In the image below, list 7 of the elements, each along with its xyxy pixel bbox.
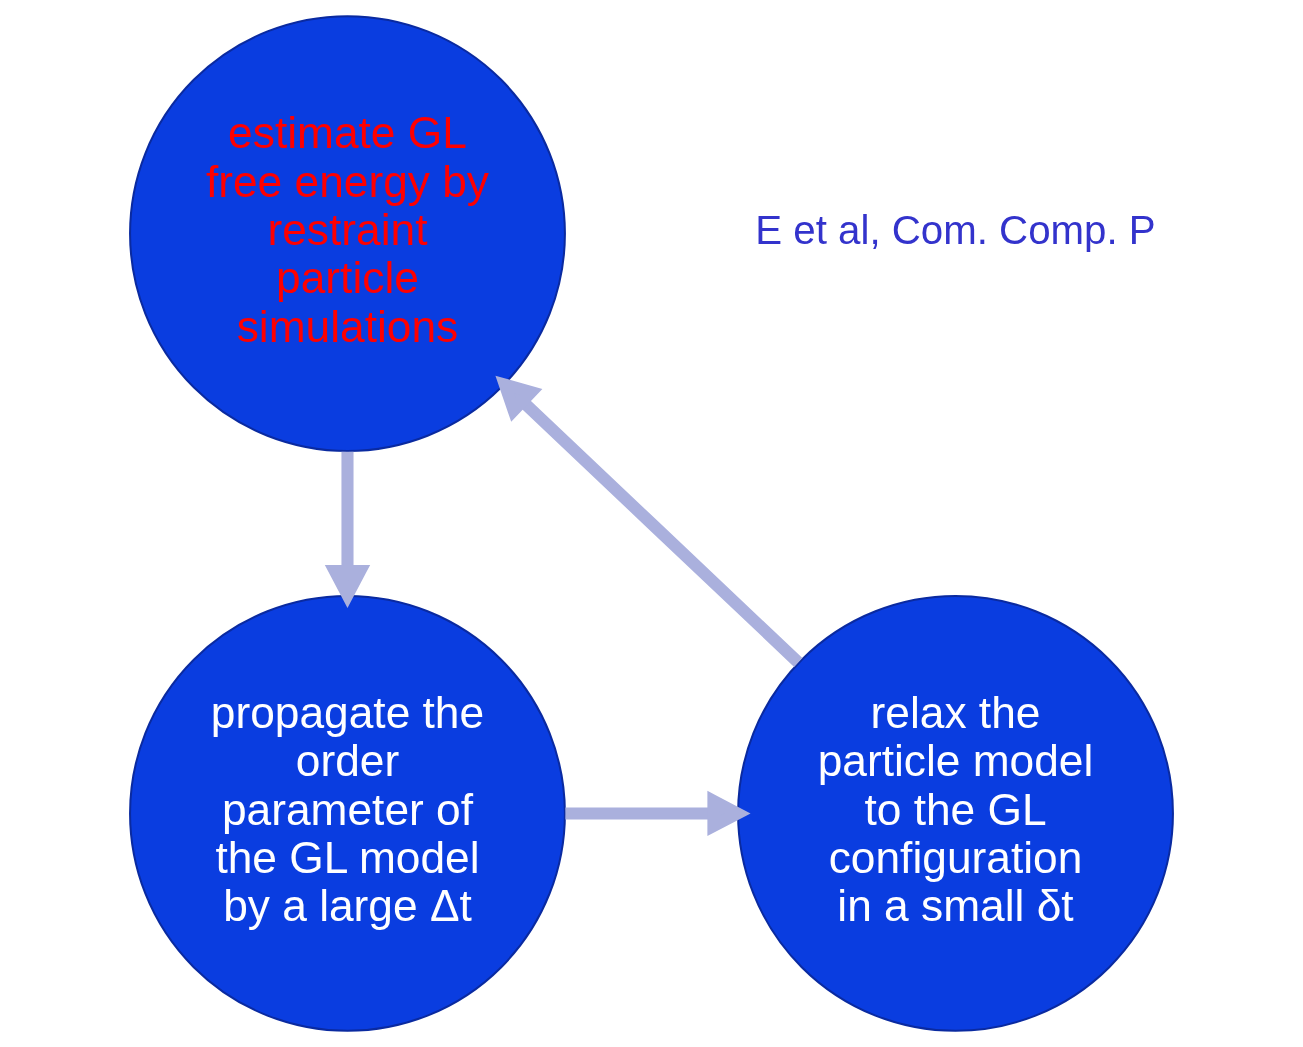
arrow — [324, 451, 371, 609]
arrow — [495, 375, 803, 667]
arrow — [565, 790, 751, 837]
node-circle: propagate the order parameter of the GL model by a large Δt — [129, 594, 566, 1032]
label: E et al, Com. Comp. P — [755, 207, 1156, 253]
node-circle: estimate GL free energy by restraint particle simulations — [129, 15, 566, 453]
node-circle: relax the particle model to the GL configuration in a small δt — [737, 594, 1174, 1032]
